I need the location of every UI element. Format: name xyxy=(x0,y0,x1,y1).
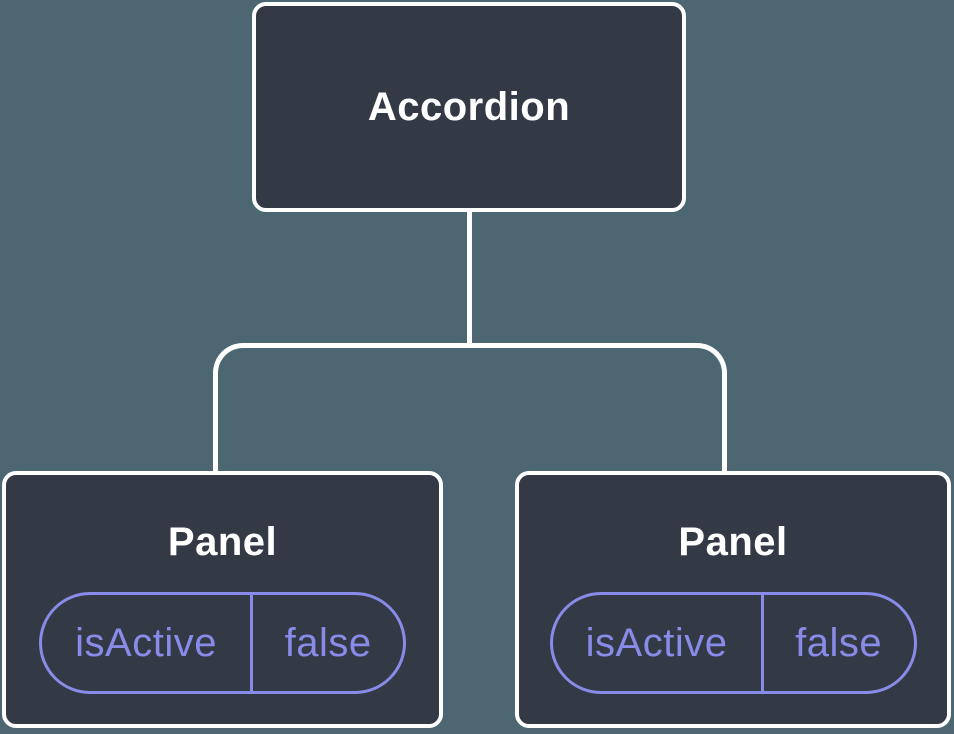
connector-bracket xyxy=(213,343,727,472)
panel-node-label: Panel xyxy=(167,520,278,564)
state-pill: isActive false xyxy=(549,592,917,694)
panel-node-left: Panel isActive false xyxy=(2,471,443,728)
panel-node-right: Panel isActive false xyxy=(515,471,951,728)
accordion-node: Accordion xyxy=(252,2,686,212)
state-value: false xyxy=(284,620,372,665)
accordion-node-label: Accordion xyxy=(367,85,571,129)
state-key: isActive xyxy=(553,595,764,691)
state-key: isActive xyxy=(42,595,254,691)
panel-node-label: Panel xyxy=(678,520,788,564)
connector-stem xyxy=(467,212,472,348)
state-value: false xyxy=(795,620,883,665)
state-pill: isActive false xyxy=(39,592,406,694)
